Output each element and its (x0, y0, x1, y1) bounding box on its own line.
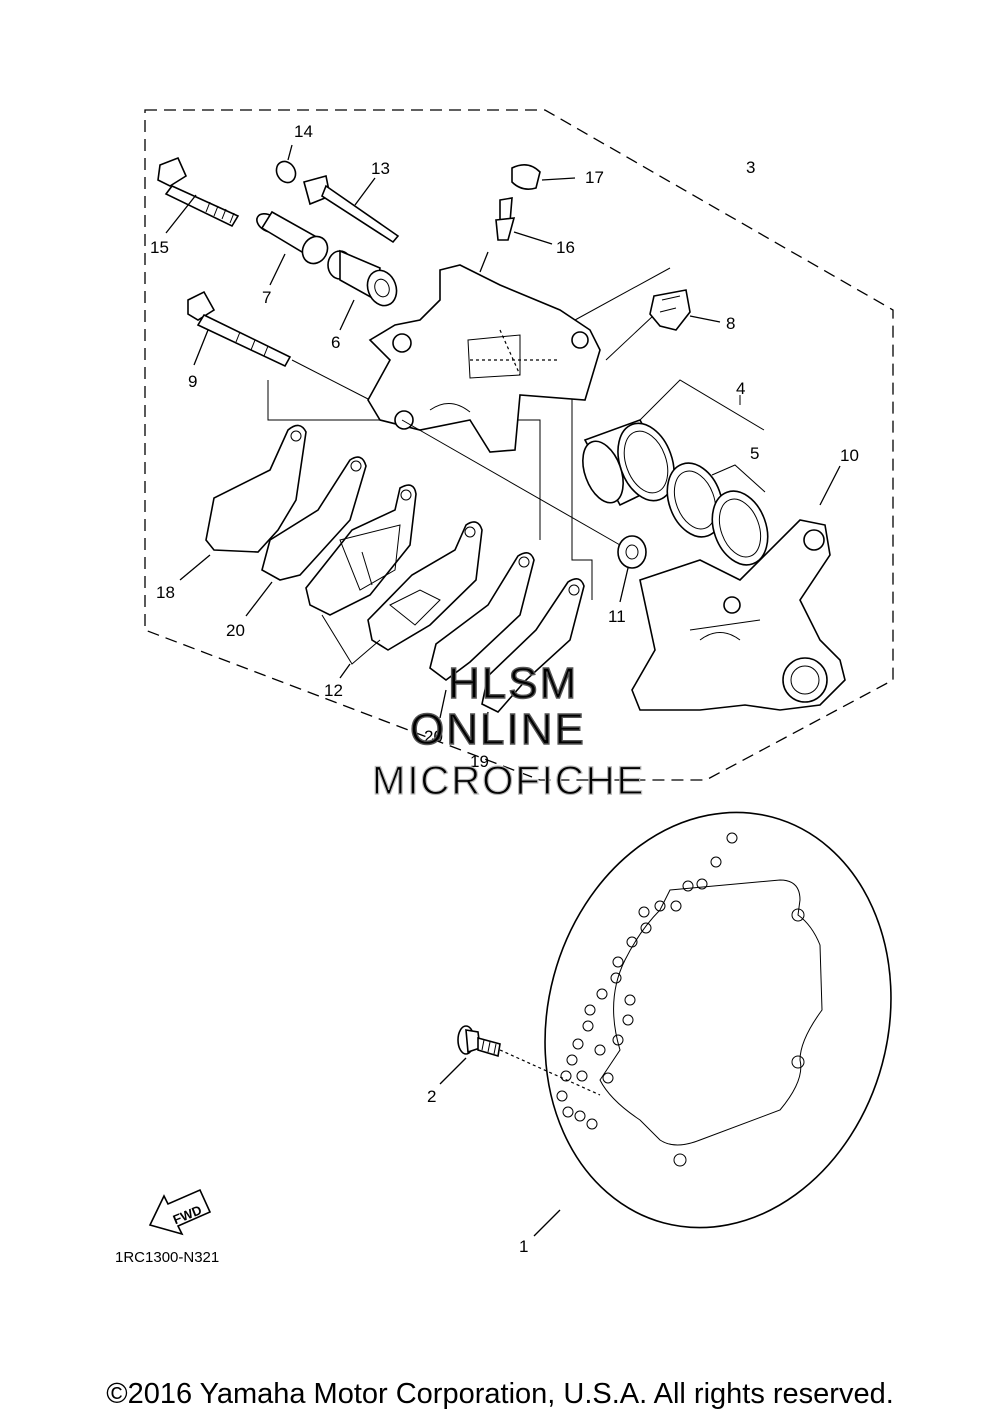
callout-13: 13 (371, 159, 390, 178)
callout-17: 17 (585, 168, 604, 187)
seal-5b (711, 490, 769, 566)
fwd-arrow-icon: FWD (148, 1188, 212, 1236)
callout-14: 14 (294, 122, 313, 141)
callout-10: 10 (840, 446, 859, 465)
bolt-9 (187, 290, 292, 368)
pad-group-bracket-right (571, 330, 593, 600)
pad-shim-19 (481, 578, 585, 713)
callout-8: 8 (726, 314, 735, 333)
callout-18: 18 (156, 583, 175, 602)
callout-3: 3 (746, 158, 755, 177)
watermark-line2: ONLINE (410, 705, 586, 754)
pad-spring-8 (649, 289, 691, 331)
piston-4 (582, 419, 675, 507)
diagram-code: 1RC1300-N321 (115, 1249, 219, 1266)
callout-16: 16 (556, 238, 575, 257)
boot-6 (327, 249, 398, 307)
callout-15: 15 (150, 238, 169, 257)
callout-5: 5 (750, 444, 759, 463)
pad-shim-20a (261, 456, 367, 581)
pin-13 (303, 175, 400, 244)
callout-12: 12 (324, 681, 343, 700)
callout-6: 6 (331, 333, 340, 352)
brake-pad-12a (305, 484, 417, 616)
bleeder-cap-17 (511, 164, 541, 190)
watermark-line3: MICROFICHE (372, 759, 645, 803)
sleeve-7 (256, 210, 329, 265)
copyright-notice: ©2016 Yamaha Motor Corporation, U.S.A. A… (106, 1378, 894, 1410)
pin-14 (275, 160, 297, 184)
callout-20a: 20 (226, 621, 245, 640)
pad-shim-20b (429, 552, 535, 681)
brake-pad-12b (367, 521, 483, 651)
boot-11 (617, 535, 647, 569)
bolt-15 (157, 156, 240, 228)
caliper-assembly-boundary (144, 109, 894, 781)
pad-shim-18 (205, 424, 307, 553)
caliper-body (367, 264, 601, 453)
callout-11: 11 (608, 607, 626, 626)
watermark-line1: HLSM (448, 659, 578, 708)
bleed-screw-16 (495, 197, 516, 241)
callout-20b: 20 (424, 727, 443, 746)
callout-19: 19 (470, 752, 489, 771)
callout-1: 1 (519, 1237, 528, 1256)
brake-disc-1 (544, 811, 892, 1229)
callout-2: 2 (427, 1087, 436, 1106)
disc-holes (556, 832, 805, 1167)
seal-5a (666, 462, 724, 538)
disc-bolt-2 (457, 1025, 501, 1058)
caliper-bracket-10 (631, 519, 846, 711)
callout-9: 9 (188, 372, 197, 391)
callout-7: 7 (262, 288, 271, 307)
callout-4: 4 (736, 379, 745, 398)
